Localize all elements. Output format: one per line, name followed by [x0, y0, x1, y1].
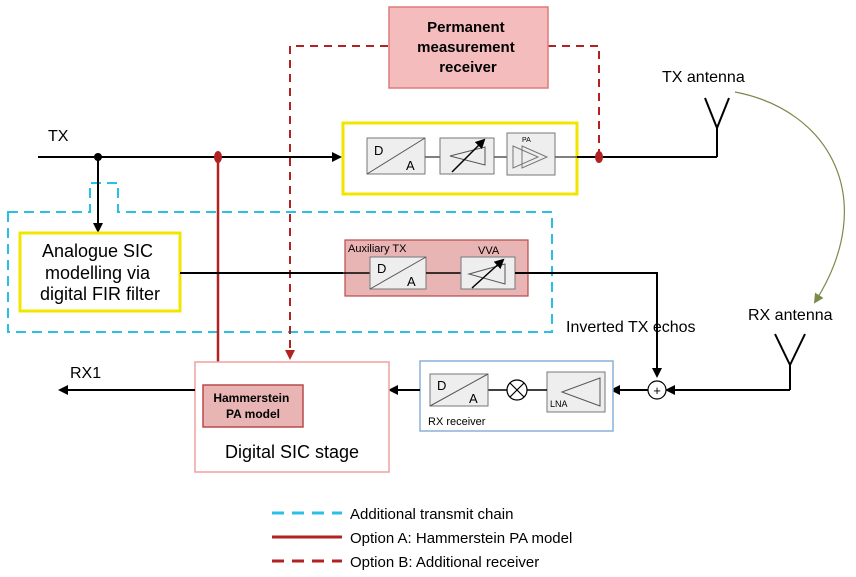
rx-antenna-label: RX antenna — [748, 307, 833, 324]
aux-dac-block: D A — [369, 256, 427, 290]
svg-text:D: D — [437, 378, 446, 393]
tx-antenna-icon — [704, 97, 730, 157]
option-b-tap-point — [595, 151, 603, 163]
rx-receiver-label: RX receiver — [428, 416, 486, 428]
inverted-echos-label: Inverted TX echos — [566, 319, 696, 336]
analogue-sic-label: Analogue SIC modelling via digital FIR f… — [40, 241, 160, 304]
tx-input-label: TX — [48, 128, 69, 145]
svg-text:LNA: LNA — [550, 399, 568, 409]
summing-junction: + — [647, 380, 667, 400]
vva-block — [460, 256, 516, 290]
mixer-icon — [506, 379, 528, 401]
svg-text:A: A — [407, 274, 416, 289]
additional-tx-chain-boundary — [7, 182, 553, 333]
measurement-receiver-box — [388, 6, 549, 89]
aux-tx-to-summer — [515, 272, 662, 378]
legend-label-option-a: Option A: Hammerstein PA model — [350, 530, 572, 547]
lna-block: LNA — [546, 371, 606, 413]
svg-text:PA: PA — [522, 137, 531, 144]
svg-text:+: + — [653, 383, 661, 398]
analogue-sic-box — [18, 231, 182, 313]
svg-text:D: D — [374, 143, 383, 158]
svg-text:A: A — [469, 391, 478, 406]
measurement-receiver-label: Permanent measurement receiver — [417, 19, 519, 76]
legend-label-option-b: Option B: Additional receiver — [350, 554, 539, 571]
legend-label-additional-tx: Additional transmit chain — [350, 506, 513, 523]
main-pa-block: PA — [506, 132, 556, 176]
svg-text:A: A — [406, 158, 415, 173]
option-b-path — [285, 45, 600, 360]
main-dac-block: D A — [366, 137, 426, 175]
main-attenuator-block — [439, 137, 495, 175]
hammerstein-model-label: Hammerstein PA model — [213, 391, 292, 421]
auxiliary-tx-label: Auxiliary TX — [348, 243, 407, 255]
tx-antenna-label: TX antenna — [662, 69, 745, 86]
digital-sic-label: Digital SIC stage — [225, 442, 359, 462]
rx-antenna-icon — [774, 333, 806, 390]
legend: Additional transmit chain Option A: Hamm… — [272, 506, 572, 571]
svg-text:D: D — [377, 261, 386, 276]
antenna-coupling-arc — [734, 91, 845, 304]
rx1-label: RX1 — [70, 365, 101, 382]
rx-adc-block: D A — [429, 373, 489, 407]
vva-label: VVA — [478, 245, 500, 257]
hammerstein-model-box — [202, 384, 304, 428]
option-a-tap-point — [214, 151, 222, 163]
